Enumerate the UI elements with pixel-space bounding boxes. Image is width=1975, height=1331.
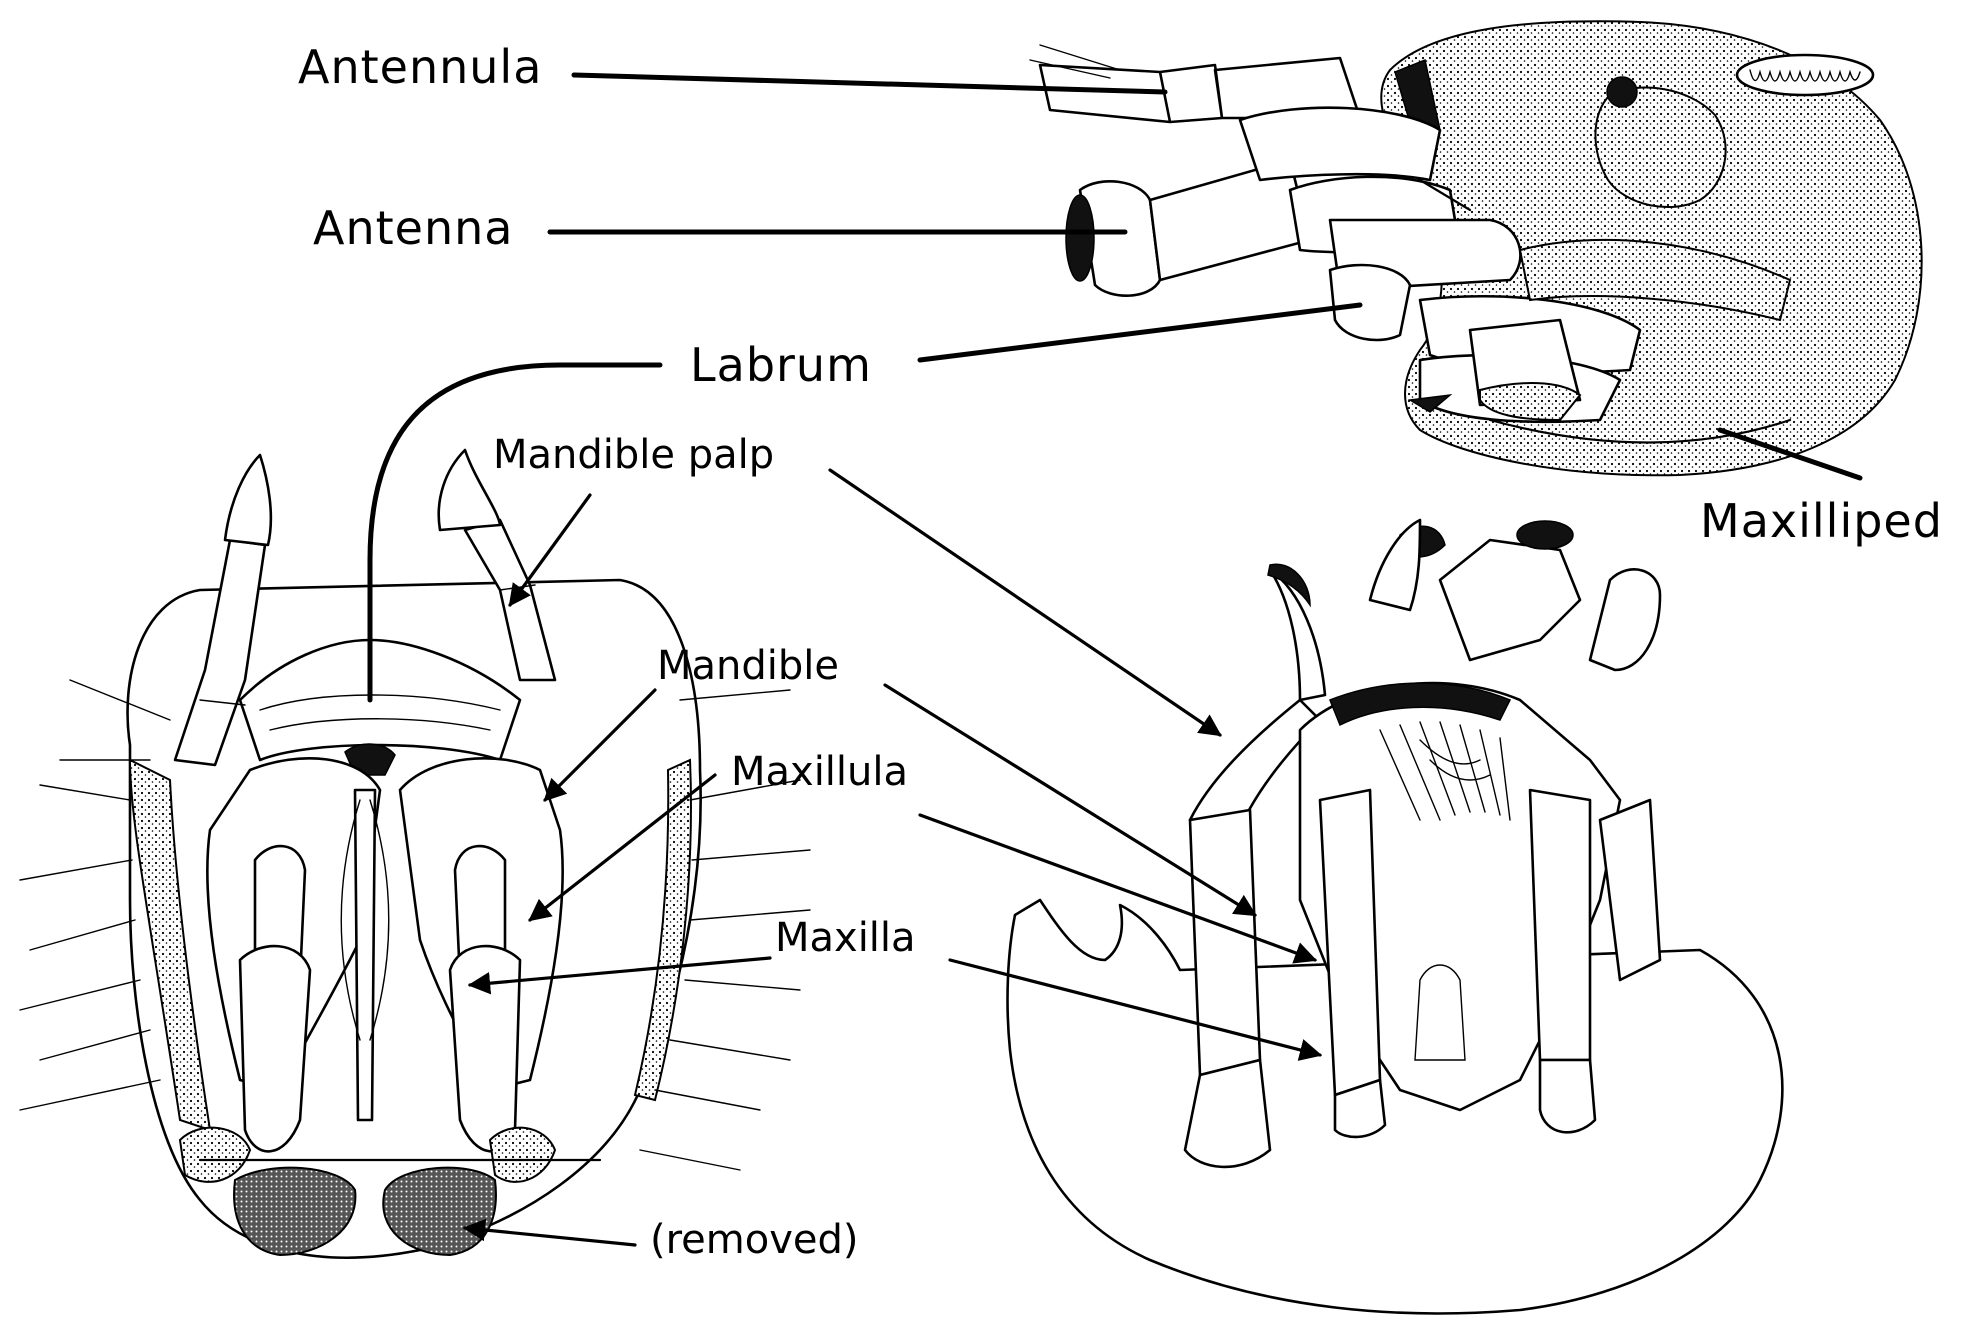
arrow-maxillula-right: [920, 815, 1315, 960]
label-maxillula: Maxillula: [731, 752, 908, 792]
ventral-view: [20, 450, 810, 1258]
maxilla-left: [240, 946, 310, 1151]
mandible-palp-anterior-right: [1440, 540, 1580, 660]
antenna-tip: [1066, 195, 1094, 281]
arrow-mandible-palp-right: [830, 470, 1220, 735]
maxillula-anterior-right: [1530, 790, 1590, 1060]
label-mandible: Mandible: [657, 646, 839, 686]
lateral-head-view: [1030, 21, 1922, 475]
label-maxilla: Maxilla: [775, 918, 916, 958]
striated-organ: [1737, 55, 1873, 95]
anterior-view: [1008, 520, 1783, 1313]
label-mandible-palp: Mandible palp: [493, 435, 774, 475]
label-antennula: Antennula: [298, 44, 542, 90]
label-antenna: Antenna: [313, 205, 513, 251]
labrum-lateral: [1330, 265, 1410, 340]
maxilla-right: [450, 946, 520, 1151]
label-labrum: Labrum: [690, 342, 872, 388]
arrow-removed: [465, 1228, 635, 1245]
label-maxilliped: Maxilliped: [1700, 498, 1943, 544]
eye-ocellus: [1607, 77, 1637, 107]
label-removed: (removed): [650, 1220, 859, 1260]
leader-labrum-lateral: [920, 305, 1360, 360]
